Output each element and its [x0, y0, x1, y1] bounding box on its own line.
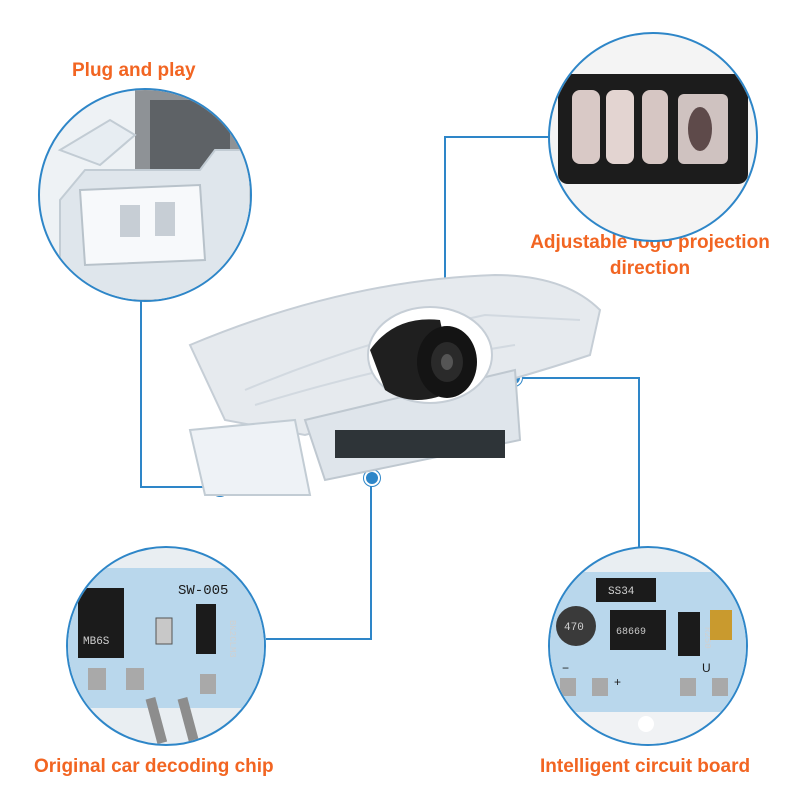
callout-line-lens-v [444, 136, 446, 328]
chip-detail-circle: MB6S SW-005 BK2CLM3 [66, 546, 266, 746]
callout-line-chip-v [370, 478, 372, 640]
label-decoding-chip: Original car decoding chip [34, 756, 274, 777]
label-adjustable-line2: direction [609, 258, 691, 279]
lens-detail-circle [548, 32, 758, 242]
callout-line-board-v [638, 377, 640, 557]
board-resistor-text: R250 [702, 627, 712, 649]
chip-board-illustration: MB6S SW-005 BK2CLM3 [68, 568, 264, 744]
chip-ic-text: MB6S [83, 636, 110, 648]
callout-line-board-h [514, 377, 638, 379]
label-adjustable-projection: Adjustable logo projection direction [505, 230, 795, 282]
label-plug-and-play: Plug and play [72, 60, 196, 81]
plug-illustration [57, 90, 250, 300]
label-circuit-board: Intelligent circuit board [540, 756, 751, 777]
chip-code-text: BK2CLM3 [227, 620, 237, 658]
board-plus-label: + [614, 675, 621, 689]
board-u-label: U [702, 661, 711, 675]
label-adjustable-line1: Adjustable logo projection [530, 232, 770, 253]
callout-line-plug-h [140, 486, 220, 488]
product-image [185, 270, 605, 500]
chip-model-text: SW-005 [178, 583, 228, 599]
board-ic-text: 68669 [616, 627, 646, 638]
board-minus-label: − [562, 661, 569, 675]
board-detail-circle: SS34 470 68669 R250 − + U [548, 546, 748, 746]
board-inductor-text: 470 [564, 622, 584, 634]
callout-line-chip-h [266, 638, 372, 640]
callout-line-plug-v [140, 282, 142, 488]
callout-line-lens-h [444, 136, 550, 138]
board-diode-text: SS34 [608, 586, 635, 598]
lens-illustration [558, 74, 748, 184]
circuit-board-illustration: SS34 470 68669 R250 − + U [550, 572, 746, 744]
